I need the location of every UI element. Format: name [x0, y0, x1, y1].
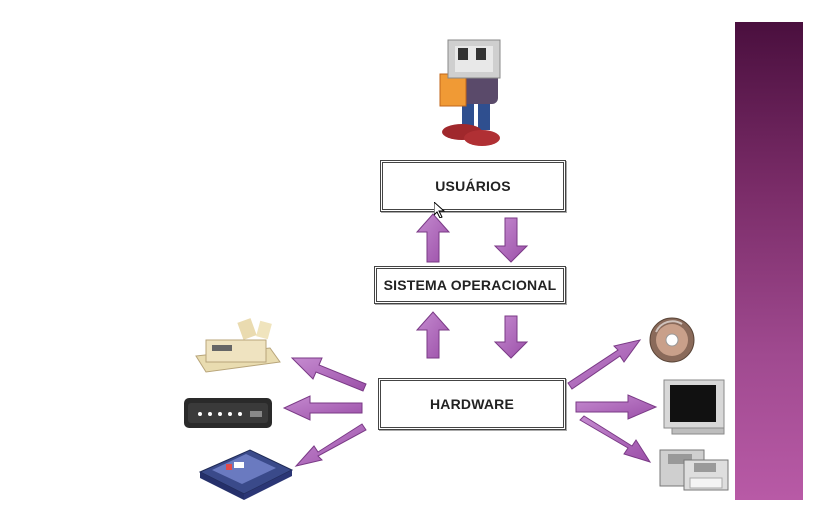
- decorative-sidebar: [735, 22, 803, 500]
- operating-system-label: SISTEMA OPERACIONAL: [383, 277, 557, 293]
- monitor-icon: [663, 379, 725, 435]
- arrow-os-to-hw: [493, 315, 529, 359]
- operating-system-box: SISTEMA OPERACIONAL: [374, 266, 566, 304]
- arrow-users-to-os: [493, 217, 529, 263]
- arrow-hw-to-os: [415, 311, 451, 359]
- arrow-hw-to-cd: [567, 339, 642, 390]
- arrow-hw-to-printer: [290, 357, 367, 392]
- arrow-hw-to-scanner: [294, 423, 367, 467]
- printer-icon: [195, 318, 281, 373]
- arrow-hw-to-monitor: [575, 394, 658, 420]
- hardware-label: HARDWARE: [429, 396, 515, 412]
- scanner-icon: [198, 449, 294, 500]
- computer-user-figure-icon: [439, 39, 501, 146]
- mouse-cursor-icon: [434, 202, 446, 218]
- hardware-box: HARDWARE: [378, 378, 566, 430]
- users-label: USUÁRIOS: [435, 178, 511, 194]
- floppy-disks-icon: [659, 449, 729, 491]
- arrow-os-to-users: [415, 213, 451, 263]
- arrow-hw-to-modem: [282, 395, 363, 421]
- users-box: USUÁRIOS: [380, 160, 566, 212]
- modem-icon: [184, 398, 272, 428]
- arrow-hw-to-floppy: [579, 415, 652, 463]
- cd-icon: [649, 317, 695, 363]
